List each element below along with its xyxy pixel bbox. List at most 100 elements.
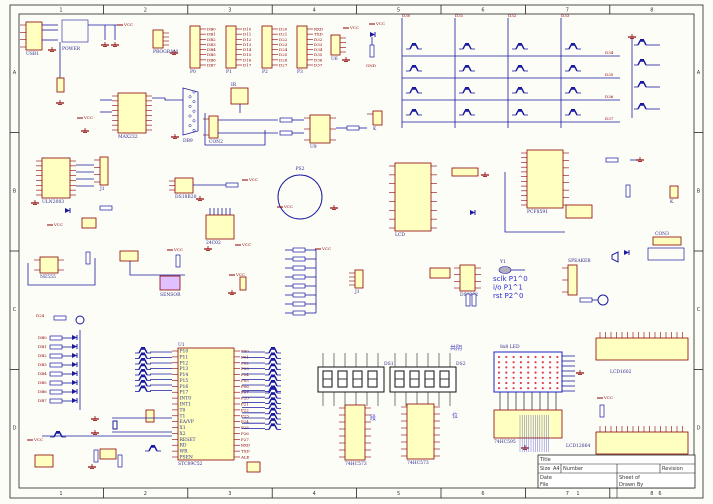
led-dot	[512, 387, 515, 390]
eeprom-chip-label: 24C02	[206, 240, 221, 246]
stepper-connector-label: J1	[99, 186, 105, 192]
header-p3-body	[296, 25, 308, 69]
title-block-revision: Revision	[662, 466, 683, 472]
led-dot	[527, 376, 530, 379]
column-number: 7	[566, 8, 569, 14]
lcd-controller-chip-body	[394, 162, 432, 232]
db9-pin	[192, 128, 196, 132]
program-header-label: PROGRAM	[153, 49, 178, 55]
net-label: DB2	[38, 353, 47, 358]
header-p2	[272, 28, 278, 66]
led-dot	[541, 355, 544, 359]
usb-connector	[20, 24, 26, 48]
led-icon	[624, 250, 629, 255]
wire	[204, 113, 266, 146]
sensor-label: SENSOR	[160, 292, 181, 298]
switch-cap	[571, 109, 575, 111]
pin-label: P17	[180, 390, 189, 396]
net-label: D33	[314, 42, 323, 47]
push-button-switch	[515, 44, 525, 50]
vcc-label: VCC	[123, 22, 133, 27]
latch-chip-1	[339, 407, 371, 458]
header-p3	[307, 28, 313, 66]
net-label: RXD	[314, 27, 323, 32]
switch-cap	[271, 363, 275, 366]
header-p2-label: P2	[262, 69, 268, 75]
resistor	[292, 274, 306, 280]
net-label: P21	[241, 402, 249, 407]
row-letter: B	[697, 189, 701, 195]
row-letter: D	[13, 426, 17, 432]
led-dot	[497, 376, 501, 379]
column-number: 4	[313, 8, 316, 14]
switch-cap	[271, 413, 275, 415]
resistor	[292, 247, 306, 253]
push-button-switch	[138, 364, 148, 370]
pin-label: X2	[180, 431, 186, 437]
switch-cap	[271, 380, 275, 382]
pin-label: P15	[180, 378, 189, 384]
vcc-label: VCC	[321, 246, 331, 251]
db9-connector	[182, 87, 199, 136]
resistor	[99, 205, 113, 211]
net-label: D25	[279, 52, 288, 57]
led-icon	[72, 335, 77, 340]
led-dot	[512, 361, 515, 364]
net-label: DB5	[38, 380, 47, 385]
led-dot	[527, 355, 530, 359]
lcd12864-label: LCD12864	[566, 443, 590, 449]
db9-pin	[188, 124, 192, 128]
wl-header	[239, 276, 247, 291]
wire	[152, 97, 183, 101]
column-number: 4	[313, 491, 316, 497]
led-dot	[519, 371, 523, 374]
pin-label: EA/VP	[180, 419, 194, 425]
header-p1-body	[225, 25, 237, 69]
header-p1-label: P1	[226, 69, 232, 75]
column-number: 7	[566, 491, 569, 497]
net-label: D12	[243, 37, 252, 42]
led-icon	[370, 32, 375, 37]
push-button-switch	[268, 424, 278, 430]
led-icon	[72, 371, 77, 376]
push-button-switch	[138, 375, 148, 381]
switch-cap	[412, 109, 416, 111]
dc-jack	[56, 77, 65, 93]
relay-output-body	[372, 110, 383, 126]
da-converter-chip-body	[526, 149, 564, 209]
keypad-row-net: D37	[605, 116, 614, 121]
led-icon	[72, 362, 77, 367]
resistor	[117, 454, 123, 468]
resistor	[49, 389, 63, 395]
resistor	[49, 353, 63, 359]
segment-label: 段	[370, 414, 376, 422]
header-p1	[236, 28, 242, 66]
db9-pin	[188, 114, 192, 118]
net-label: P00	[241, 349, 249, 354]
keypad-row-net: D36	[605, 94, 614, 99]
con2-connector	[203, 118, 209, 136]
switch-cap	[141, 363, 145, 366]
ir-receiver	[230, 87, 249, 105]
led-dot	[505, 361, 508, 364]
net-label: D36	[314, 57, 323, 62]
led-icon	[65, 208, 70, 213]
net-label: D16	[243, 57, 252, 62]
resistor	[49, 380, 63, 386]
title-block-cell: 6	[658, 491, 661, 497]
push-button-switch	[138, 370, 148, 376]
net-label: P24	[241, 419, 249, 424]
shift-register-chip-label: 74HC595	[494, 439, 516, 445]
led-dot	[527, 361, 530, 364]
net-label: DB3	[38, 362, 47, 367]
con-header	[451, 167, 479, 177]
led-dot	[505, 376, 508, 379]
net-label: D17	[243, 63, 252, 68]
pin-label: RD	[180, 443, 187, 449]
usb-connector-label: USB1	[26, 51, 39, 57]
led-dot	[512, 371, 515, 374]
push-button-switch	[515, 110, 525, 116]
switch-cap	[465, 65, 469, 67]
led-dot	[519, 376, 523, 379]
lcd-controller-chip	[389, 165, 437, 229]
